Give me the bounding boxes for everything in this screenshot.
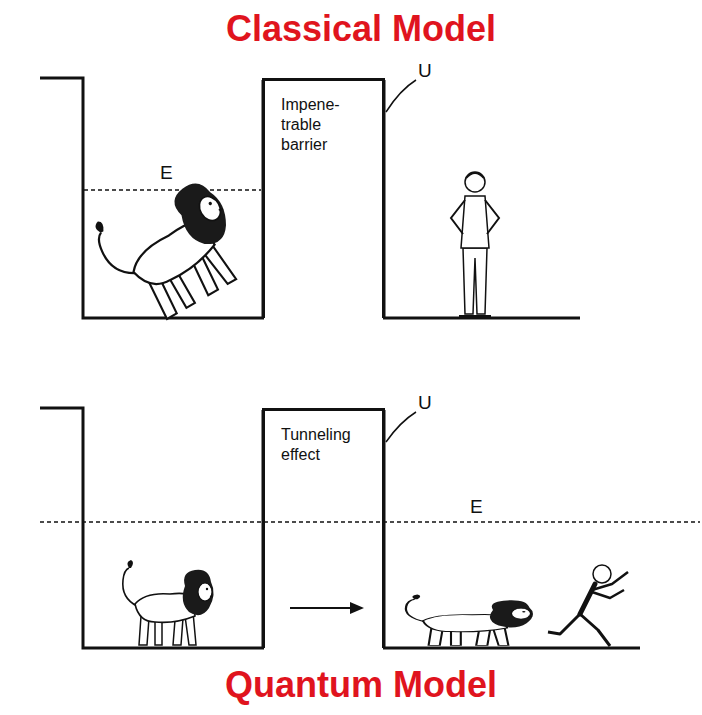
energy-level [84,189,261,191]
symbol-label: U [418,60,432,82]
symbol-label: E [470,496,483,518]
barrier-box: Impene- trable barrier [262,78,385,318]
potential-profile [40,78,580,318]
man-head [465,172,485,192]
man-hair [466,173,484,178]
barrier-label: Tunneling effect [265,411,367,465]
leader-line [386,80,416,112]
symbol-label: E [160,162,173,184]
running-man-figure [548,565,628,646]
lion-figure [123,560,214,645]
model-heading: Quantum Model [10,664,702,706]
man-jacket [461,196,489,248]
man-figure [451,172,499,316]
model-heading: Classical Model [10,8,702,50]
man-head [593,565,611,583]
barrier-box: Tunneling effect [262,408,385,648]
motion-arrow [290,607,352,609]
barrier-label: Impene- trable barrier [265,81,367,155]
man-legs [548,614,610,646]
man-legs [463,248,487,314]
man-feet [459,315,491,317]
motion-arrowhead [350,602,364,614]
barrier-walls [263,80,384,318]
leader-line [386,412,416,442]
symbol-label: U [418,392,432,414]
lion-figure [88,164,258,331]
man-arms [451,200,499,234]
potential-profile [40,408,640,648]
lion-figure [406,594,533,645]
barrier-walls [263,410,384,648]
energy-level [40,521,700,523]
